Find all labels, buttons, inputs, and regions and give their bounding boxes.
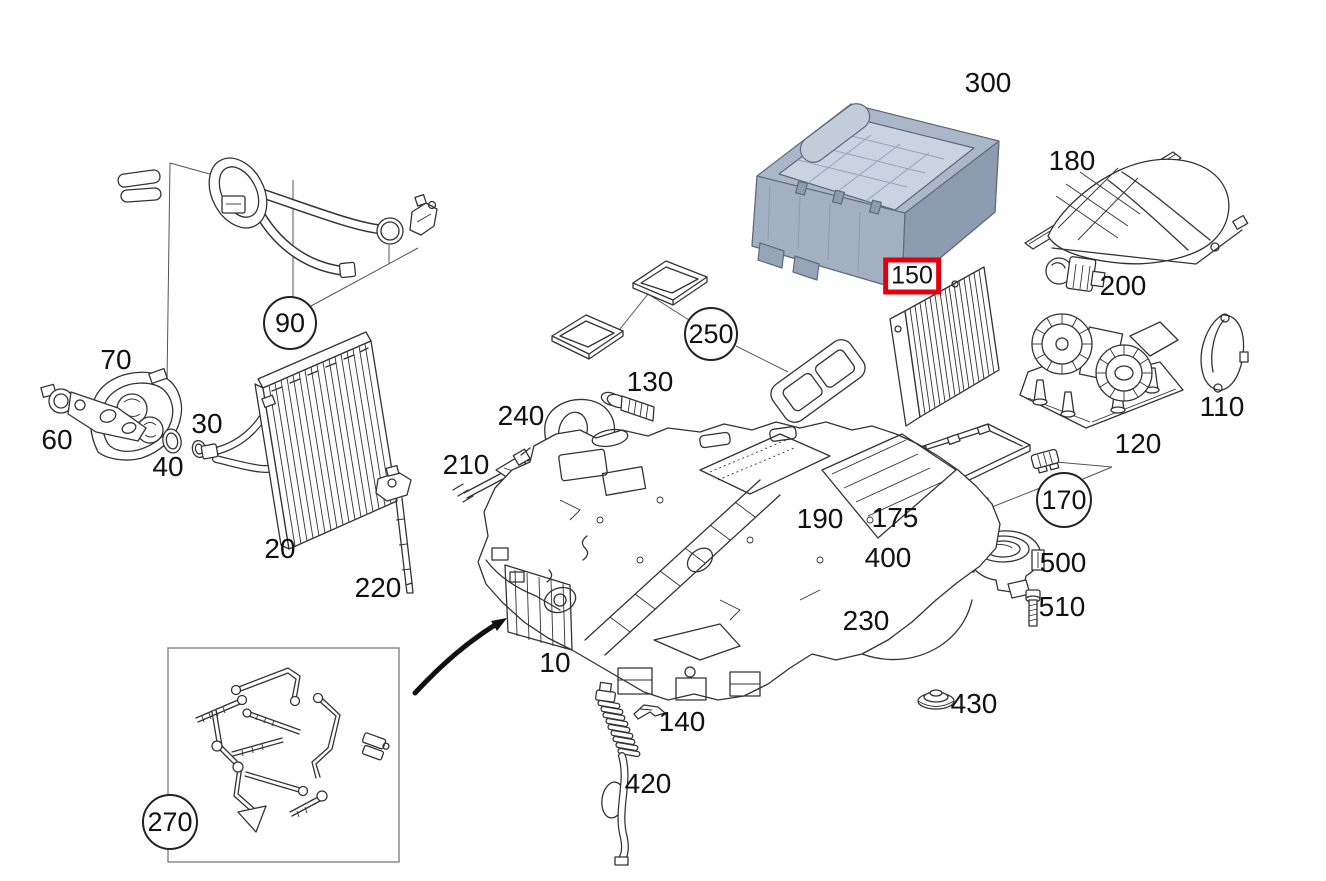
callout-70[interactable]: 70 [100, 344, 132, 375]
callout-20[interactable]: 20 [264, 533, 296, 564]
part-90-hose-assembly [117, 157, 438, 279]
callout-60[interactable]: 60 [41, 424, 73, 455]
callout-130[interactable]: 130 [626, 366, 674, 397]
part-420-drain-hose [595, 681, 641, 866]
part-110-side-panel [1200, 313, 1249, 393]
callout-220[interactable]: 220 [354, 572, 402, 603]
callout-500[interactable]: 500 [1039, 547, 1087, 578]
callout-210[interactable]: 210 [442, 449, 490, 480]
callout-400[interactable]: 400 [864, 542, 912, 573]
o-ring-40 [162, 428, 182, 454]
linkage-parts [195, 667, 390, 833]
gaskets-250 [551, 260, 866, 423]
callout-430[interactable]: 430 [950, 688, 998, 719]
part-430-grommet-cap [917, 689, 955, 710]
part-10-main-housing [477, 421, 1001, 701]
callout-150-highlighted[interactable]: 150 [883, 257, 941, 295]
callout-510[interactable]: 510 [1038, 591, 1086, 622]
callout-90[interactable]: 90 [263, 296, 317, 350]
callout-120[interactable]: 120 [1114, 428, 1162, 459]
part-130-bolt [600, 391, 655, 422]
callout-175[interactable]: 175 [871, 502, 919, 533]
callout-240[interactable]: 240 [497, 400, 545, 431]
group-box-270 [167, 647, 400, 863]
callout-170[interactable]: 170 [1036, 472, 1092, 528]
callout-180[interactable]: 180 [1048, 145, 1096, 176]
callout-300[interactable]: 300 [964, 67, 1012, 98]
callout-140[interactable]: 140 [658, 706, 706, 737]
callout-200[interactable]: 200 [1099, 270, 1147, 301]
part-510-bolt [1025, 589, 1041, 627]
part-20-evaporator [200, 331, 398, 550]
part-220-sensor [375, 464, 414, 594]
callout-110[interactable]: 110 [1199, 391, 1245, 422]
callout-230[interactable]: 230 [842, 605, 890, 636]
part-300-upper-housing [751, 103, 1000, 291]
callout-10[interactable]: 10 [539, 647, 571, 678]
callout-190[interactable]: 190 [796, 503, 844, 534]
callout-30[interactable]: 30 [191, 408, 223, 439]
callout-420[interactable]: 420 [624, 768, 672, 799]
callout-250[interactable]: 250 [684, 307, 738, 361]
callout-270[interactable]: 270 [142, 794, 198, 850]
part-120-blower [1019, 313, 1184, 429]
part-200-actuator [1045, 256, 1106, 292]
part-140-clip [633, 704, 666, 720]
part-180-intake-housing [1024, 151, 1249, 265]
pointer-arrow [412, 618, 507, 696]
part-60-fitting [40, 383, 147, 442]
callout-40[interactable]: 40 [152, 451, 184, 482]
part-150-cabin-filter [889, 266, 1000, 427]
